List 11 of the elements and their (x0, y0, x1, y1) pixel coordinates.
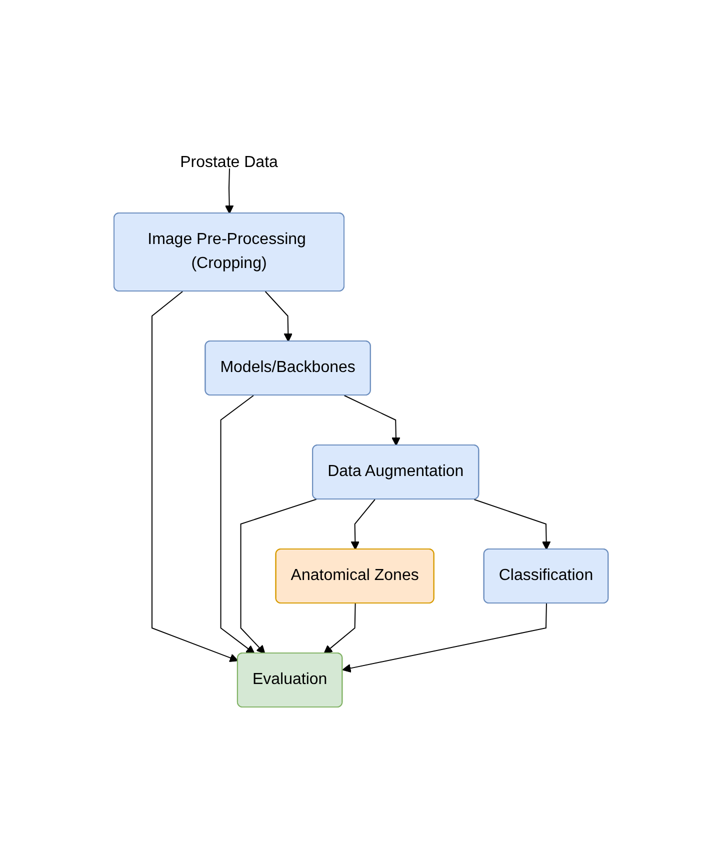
arrow (324, 603, 356, 654)
node-text: Prostate Data (180, 154, 278, 171)
arrow (240, 498, 317, 654)
arrow (344, 395, 400, 446)
arrow (342, 603, 547, 673)
arrow (220, 395, 255, 654)
arrow (474, 499, 551, 550)
arrow (224, 168, 234, 214)
arrow (151, 291, 238, 662)
arrow (264, 291, 292, 342)
arrow (350, 499, 376, 550)
